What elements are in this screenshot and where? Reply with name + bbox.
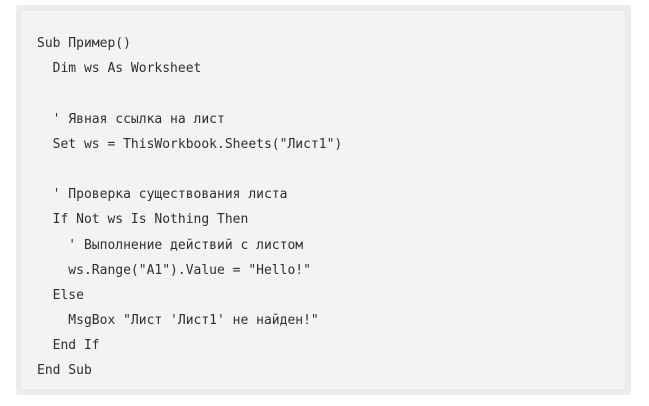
code-line-11: Else [37, 287, 84, 303]
code-line-5: Set ws = ThisWorkbook.Sheets("Лист1") [37, 136, 343, 152]
code-block: Sub Пример() Dim ws As Worksheet ' Явная… [22, 11, 625, 389]
code-line-6 [37, 157, 625, 182]
code-line-2: Dim ws As Worksheet [37, 61, 202, 77]
code-line-10: ws.Range("A1").Value = "Hello!" [37, 262, 311, 278]
code-line-7: ' Проверка существования листа [37, 187, 288, 203]
code-line-14: End Sub [37, 363, 92, 379]
code-frame: Sub Пример() Dim ws As Worksheet ' Явная… [16, 5, 631, 395]
code-line-8: If Not ws Is Nothing Then [37, 212, 249, 228]
code-line-9: ' Выполнение действий с листом [37, 237, 304, 253]
code-line-1: Sub Пример() [37, 36, 131, 51]
code-line-12: MsgBox "Лист 'Лист1' не найден!" [37, 313, 319, 329]
code-line-13: End If [37, 338, 100, 354]
code-line-3 [37, 81, 625, 106]
code-line-4: ' Явная ссылка на лист [37, 111, 225, 127]
